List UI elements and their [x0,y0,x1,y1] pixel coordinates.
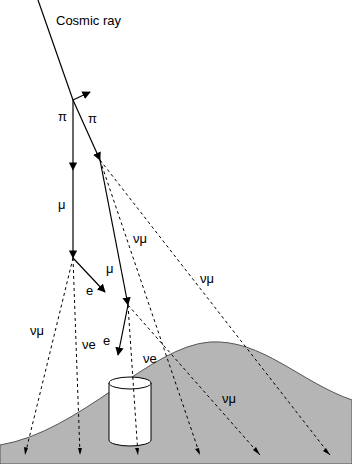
particle-label: νe [82,338,96,352]
particle-label: νe [143,352,157,366]
particle-label: π [58,110,67,124]
particle-label: μ [106,262,114,276]
particle-label: e [86,284,93,298]
particle-label: νμ [30,324,44,338]
detector-cylinder [109,377,151,446]
particle-label: νμ [222,392,236,406]
track-arrowheads [24,447,330,455]
particle-tracks [38,0,128,355]
neutrino-tracks [25,160,330,455]
particle-label: π [88,112,97,126]
particle-label: e [103,334,110,348]
particle-label: νμ [133,232,147,246]
label-text: Cosmic ray [56,14,121,28]
particle-label: νμ [200,272,214,286]
particle-label: μ [58,198,66,212]
